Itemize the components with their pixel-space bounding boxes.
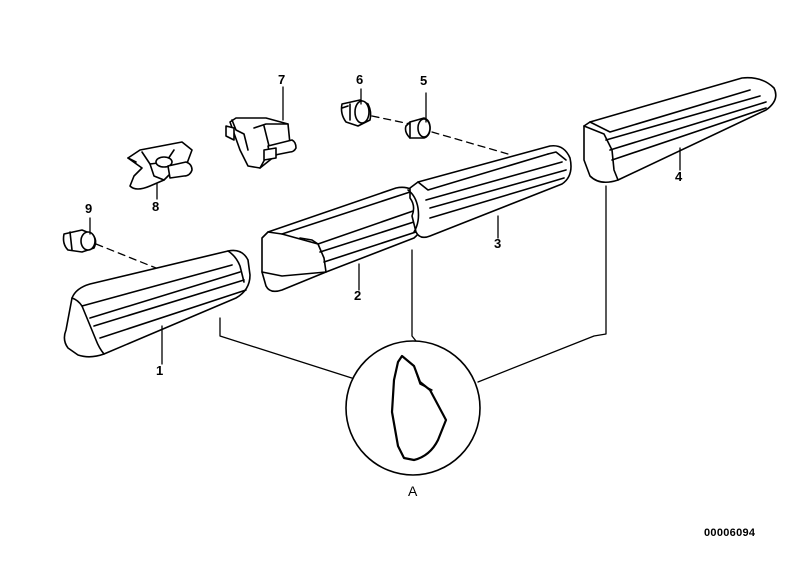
callout-1: 1	[156, 363, 164, 378]
bracket-part-7	[225, 117, 297, 169]
callout-leader-lines	[89, 86, 681, 365]
clip-part-6	[340, 99, 372, 127]
detail-a-section	[345, 340, 481, 476]
moulding-part-1	[63, 249, 251, 358]
callout-8: 8	[152, 199, 160, 214]
moulding-part-2	[261, 186, 426, 293]
callout-2: 2	[354, 288, 362, 303]
moulding-part-3	[407, 144, 572, 239]
callout-5: 5	[420, 73, 428, 88]
callout-9: 9	[85, 201, 93, 216]
assembly-dashed-lines	[95, 115, 509, 269]
document-number: 00006094	[704, 527, 756, 539]
callout-7: 7	[278, 72, 286, 87]
callout-3: 3	[494, 236, 502, 251]
callout-4: 4	[675, 169, 683, 184]
bracket-part-8	[127, 141, 193, 190]
moulding-part-4	[583, 76, 777, 184]
callout-6: 6	[356, 72, 364, 87]
clip-part-5	[404, 117, 431, 139]
clip-part-9	[62, 229, 97, 253]
detail-a-label: A	[408, 483, 418, 499]
